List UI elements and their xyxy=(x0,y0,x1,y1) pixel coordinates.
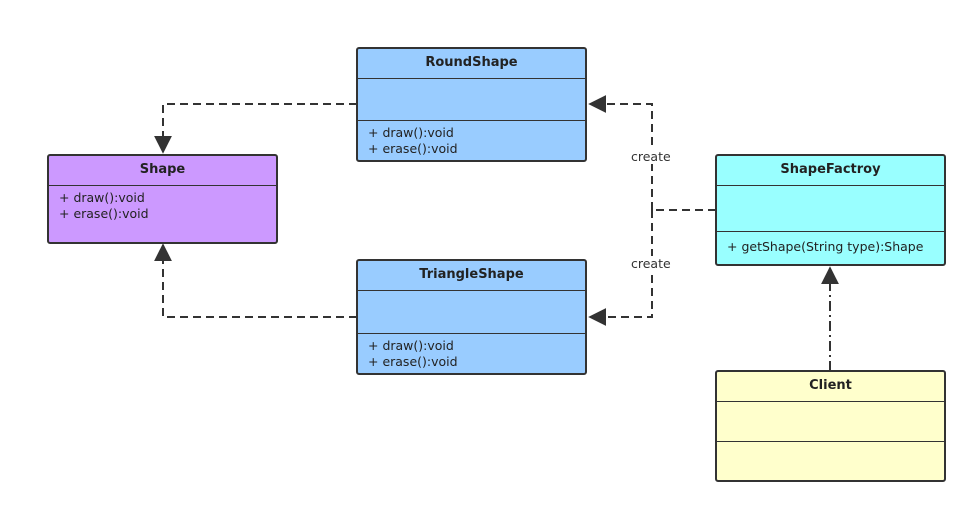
triangleshape-to-shape-line xyxy=(154,243,357,318)
operations: + draw():void + erase():void xyxy=(49,186,276,222)
roundshape-to-shape-line xyxy=(154,103,357,154)
triangleshape-class[interactable]: TriangleShape + draw():void + erase():vo… xyxy=(356,259,587,375)
factory-create-triangleshape-line xyxy=(588,210,653,326)
class-name: TriangleShape xyxy=(358,261,585,291)
create-label-bottom: create xyxy=(629,256,673,271)
operation: + getShape(String type):Shape xyxy=(727,239,924,254)
operations: + draw():void + erase():void xyxy=(358,121,585,157)
shapefactory-class[interactable]: ShapeFactroy + getShape(String type):Sha… xyxy=(715,154,946,266)
operation: + draw():void xyxy=(368,125,454,140)
operation: + draw():void xyxy=(59,190,145,205)
client-class[interactable]: Client xyxy=(715,370,946,482)
factory-create-roundshape-line xyxy=(588,95,653,210)
attributes xyxy=(358,79,585,121)
class-name: RoundShape xyxy=(358,49,585,79)
attributes xyxy=(717,402,944,442)
operations: + getShape(String type):Shape xyxy=(717,232,944,255)
operation: + draw():void xyxy=(368,338,454,353)
shape-class[interactable]: Shape + draw():void + erase():void xyxy=(47,154,278,244)
attributes xyxy=(717,186,944,232)
class-name: Shape xyxy=(49,156,276,186)
operations: + draw():void + erase():void xyxy=(358,334,585,370)
operation: + erase():void xyxy=(368,354,458,369)
create-label-top: create xyxy=(629,149,673,164)
class-name: ShapeFactroy xyxy=(717,156,944,186)
operation: + erase():void xyxy=(59,206,149,221)
operation: + erase():void xyxy=(368,141,458,156)
class-name: Client xyxy=(717,372,944,402)
attributes xyxy=(358,291,585,334)
roundshape-class[interactable]: RoundShape + draw():void + erase():void xyxy=(356,47,587,162)
